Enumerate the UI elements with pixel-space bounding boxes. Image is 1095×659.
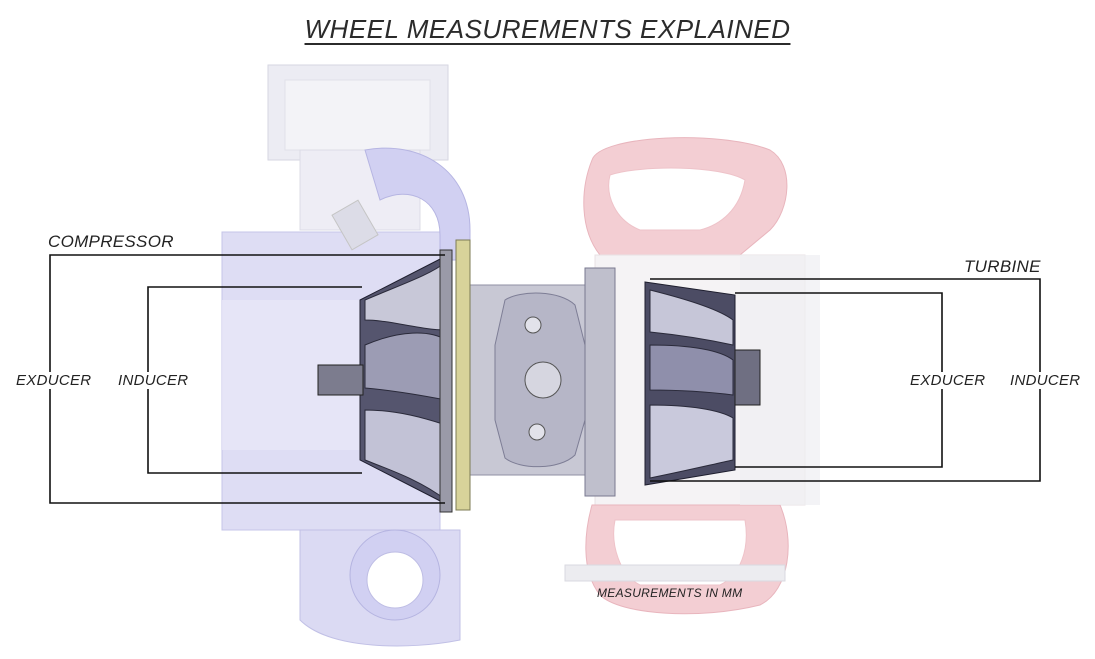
compressor-wheel [317, 249, 453, 513]
compressor-exducer-label: EXDUCER [14, 372, 94, 389]
diagram-title: WHEEL MEASUREMENTS EXPLAINED [304, 14, 791, 44]
turbine-label: TURBINE [964, 257, 1041, 276]
compressor-inducer-label: INDUCER [116, 372, 191, 389]
compressor-label: COMPRESSOR [48, 232, 174, 251]
turbine-wheel [644, 281, 761, 486]
turbine-exducer-label: EXDUCER [908, 372, 988, 389]
center-housing [455, 239, 616, 511]
units-note: MEASUREMENTS IN MM [597, 586, 743, 600]
turbine-inducer-label: INDUCER [1008, 372, 1083, 389]
